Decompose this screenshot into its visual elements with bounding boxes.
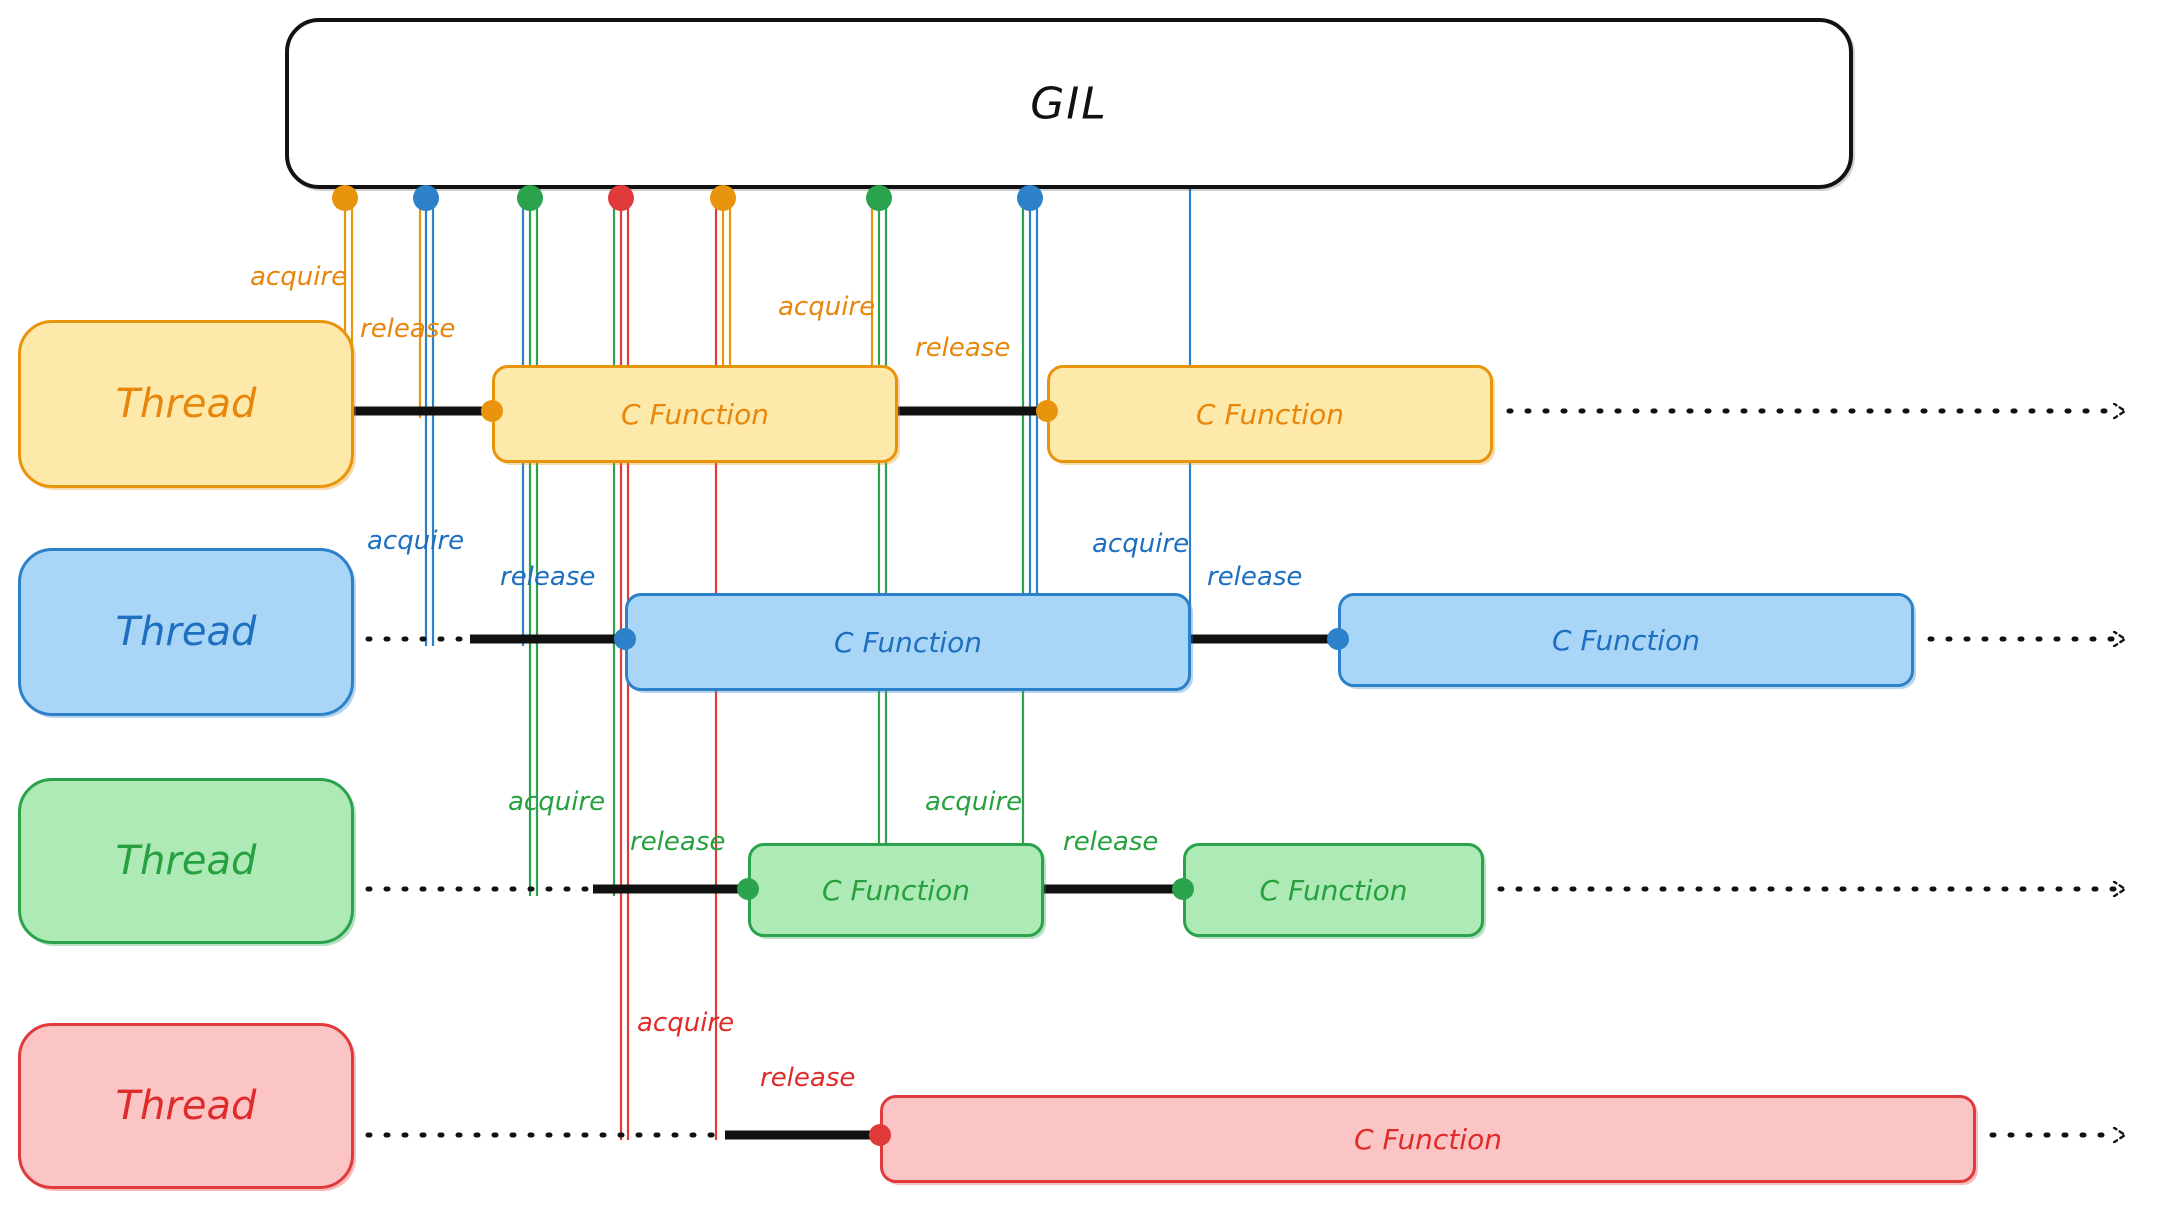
c-function-box-orange-2[interactable]: C Function: [1047, 365, 1493, 463]
function-entry-dot: [1327, 628, 1349, 650]
release-label-blue: release: [1207, 562, 1303, 592]
function-entry-dot: [481, 400, 503, 422]
function-entry-dot: [1172, 878, 1194, 900]
release-label-green: release: [1063, 827, 1159, 857]
gil-dot: [866, 185, 892, 211]
acquire-label-green: acquire: [925, 787, 1023, 817]
c-function-box-orange-1[interactable]: C Function: [492, 365, 898, 463]
function-entry-dot: [869, 1124, 891, 1146]
gil-dot: [1017, 185, 1043, 211]
release-label-blue: release: [500, 562, 596, 592]
c-function-box-blue-1[interactable]: C Function: [625, 593, 1191, 691]
thread-box-red-label: Thread: [115, 1083, 257, 1129]
c-function-box-blue-2[interactable]: C Function: [1338, 593, 1914, 687]
c-function-box-orange-2-label: C Function: [1196, 397, 1344, 431]
thread-box-blue[interactable]: Thread: [18, 548, 354, 716]
gil-dot: [517, 185, 543, 211]
release-label-red: release: [760, 1063, 856, 1093]
c-function-box-orange-1-label: C Function: [621, 397, 769, 431]
acquire-label-blue: acquire: [1092, 529, 1190, 559]
thread-box-green-label: Thread: [115, 838, 257, 884]
c-function-box-green-1-label: C Function: [822, 873, 970, 907]
gil-box-label: GIL: [1030, 78, 1108, 129]
c-function-box-green-2-label: C Function: [1259, 873, 1408, 907]
thread-box-red[interactable]: Thread: [18, 1023, 354, 1189]
gil-dot: [332, 185, 358, 211]
acquire-label-orange: acquire: [250, 262, 348, 292]
release-label-orange: release: [915, 333, 1011, 363]
flow-arrows: [328, 411, 2115, 1135]
acquire-label-red: acquire: [637, 1008, 735, 1038]
c-function-box-green-1[interactable]: C Function: [748, 843, 1044, 937]
release-label-orange: release: [360, 314, 456, 344]
function-entry-dot: [737, 878, 759, 900]
thread-box-blue-label: Thread: [115, 609, 257, 655]
thread-box-orange[interactable]: Thread: [18, 320, 354, 488]
acquire-label-blue: acquire: [367, 526, 465, 556]
acquire-label-orange: acquire: [778, 292, 876, 322]
gil-box: GIL: [285, 18, 1853, 189]
c-function-box-green-2[interactable]: C Function: [1183, 843, 1484, 937]
thread-box-green[interactable]: Thread: [18, 778, 354, 944]
acquire-label-green: acquire: [508, 787, 606, 817]
c-function-box-blue-1-label: C Function: [834, 625, 982, 659]
function-entry-dot: [1036, 400, 1058, 422]
gil-dot: [413, 185, 439, 211]
thread-box-orange-label: Thread: [115, 381, 257, 427]
function-entry-dot: [614, 628, 636, 650]
gil-dot: [710, 185, 736, 211]
c-function-box-blue-2-label: C Function: [1552, 623, 1700, 657]
gil-dot: [608, 185, 634, 211]
release-label-green: release: [630, 827, 726, 857]
c-function-box-red-1[interactable]: C Function: [880, 1095, 1976, 1183]
c-function-box-red-1-label: C Function: [1354, 1122, 1502, 1156]
